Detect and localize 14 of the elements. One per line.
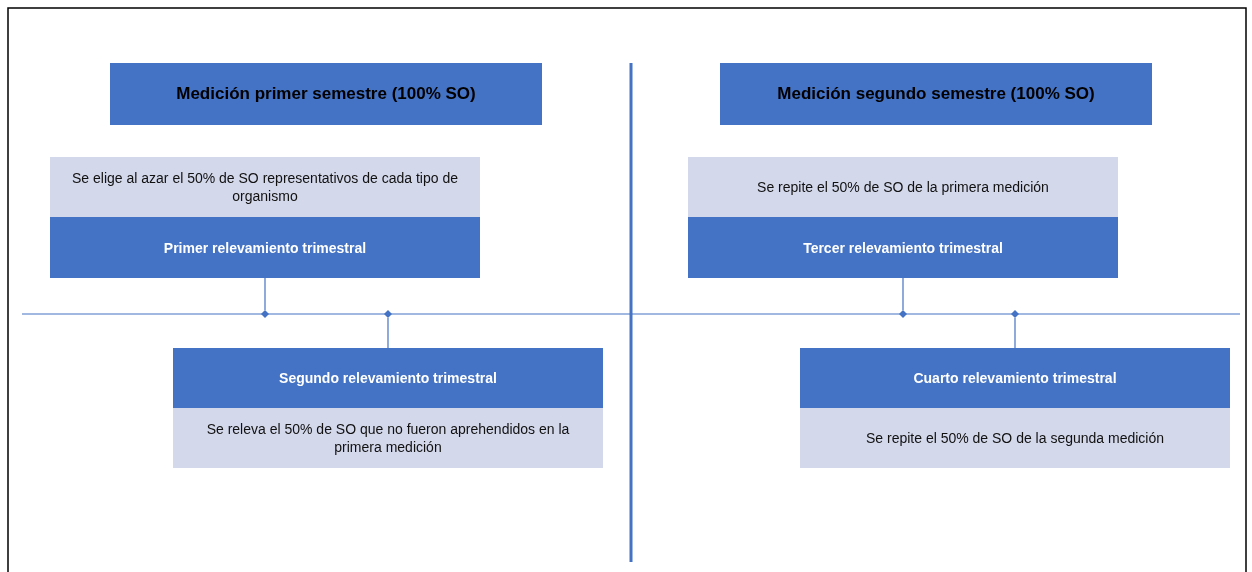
- connector-line: [387, 317, 389, 349]
- stage-heading: Primer relevamiento trimestral: [50, 217, 480, 278]
- connector-line: [264, 277, 266, 311]
- connector-line: [902, 277, 904, 311]
- section-heading: Medición segundo semestre (100% SO): [720, 63, 1152, 125]
- stage-heading: Cuarto relevamiento trimestral: [800, 348, 1230, 408]
- description-panel: Se repite el 50% de SO de la primera medición: [688, 157, 1118, 217]
- stage-heading: Segundo relevamiento trimestral: [173, 348, 603, 408]
- description-panel: Se elige al azar el 50% de SO representativos de cada tipo de organismo: [50, 157, 480, 217]
- section-heading: Medición primer semestre (100% SO): [110, 63, 542, 125]
- description-panel: Se repite el 50% de SO de la segunda medición: [800, 408, 1230, 468]
- description-panel: Se releva el 50% de SO que no fueron aprehendidos en la primera medición: [173, 408, 603, 468]
- stage-heading: Tercer relevamiento trimestral: [688, 217, 1118, 278]
- connector-line: [1014, 317, 1016, 349]
